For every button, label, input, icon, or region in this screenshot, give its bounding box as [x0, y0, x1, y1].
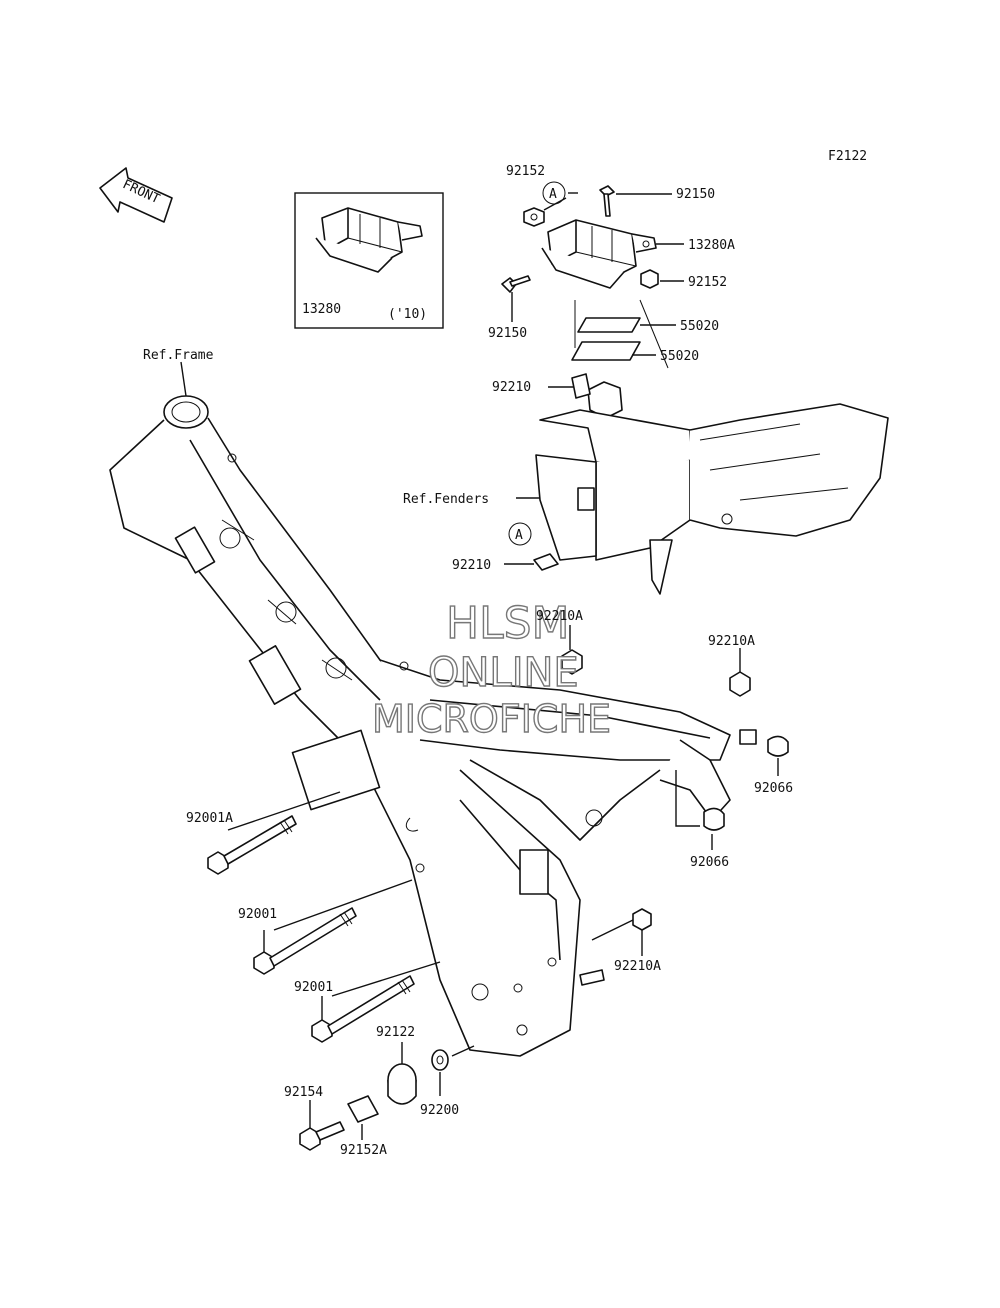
label-92066-b: 92066	[690, 855, 729, 870]
ref-fenders-label: Ref.Fenders	[403, 492, 489, 507]
callout-a-bottom-letter: A	[515, 528, 523, 543]
label-55020-a: 55020	[680, 319, 719, 334]
callout-a-bottom	[508, 522, 532, 546]
label-92152-top: 92152	[506, 164, 545, 179]
label-92210-a: 92210	[492, 380, 531, 395]
label-92152-right: 92152	[688, 275, 727, 290]
fender-assembly-icon	[535, 381, 889, 595]
label-92001A: 92001A	[186, 811, 233, 826]
watermark-line3: MICROFICHE	[372, 697, 611, 741]
front-arrow-icon: FRONT	[99, 167, 173, 223]
callout-a-top-letter: A	[549, 187, 557, 202]
label-92066-a: 92066	[754, 781, 793, 796]
label-92210A-lower: 92210A	[614, 959, 661, 974]
bolt-92001A-icon	[207, 815, 297, 875]
clip-92210-a-icon	[571, 373, 591, 399]
label-92210-b: 92210	[452, 558, 491, 573]
nut-92210A-lower-icon	[632, 908, 652, 931]
inset-part-label: 13280	[302, 302, 341, 317]
cap-92066-a-icon	[767, 735, 789, 757]
clip-92210-b-icon	[533, 553, 559, 571]
label-92210A-center: 92210A	[536, 609, 583, 624]
nut-92210A-right-icon	[729, 671, 751, 697]
label-55020-b: 55020	[660, 349, 699, 364]
bolt-92001-a-icon	[253, 907, 357, 975]
collar-92122-icon	[387, 1063, 417, 1105]
nut-92210A-center-icon	[561, 649, 583, 675]
label-92150-top: 92150	[676, 187, 715, 202]
bolt-92154-icon	[299, 1121, 345, 1151]
main-frame-icon	[109, 395, 757, 1057]
pad-55020-a-icon	[577, 317, 641, 333]
label-92150-left: 92150	[488, 326, 527, 341]
label-92210A-right: 92210A	[708, 634, 755, 649]
cap-92066-b-icon	[703, 807, 725, 831]
label-92122: 92122	[376, 1025, 415, 1040]
washer-92200-icon	[431, 1049, 449, 1071]
label-92001-b: 92001	[294, 980, 333, 995]
label-92154: 92154	[284, 1085, 323, 1100]
leader-lines	[180, 192, 779, 1140]
bolt-92150-left-icon	[501, 275, 531, 293]
ref-frame-label: Ref.Frame	[143, 348, 214, 363]
label-13280A: 13280A	[688, 238, 735, 253]
battery-case-13280A-icon	[541, 219, 657, 289]
watermark-line2: ONLINE	[428, 650, 579, 696]
watermark-line1: HLSM	[446, 598, 570, 649]
inset-year-label: ('10)	[388, 307, 427, 322]
pad-55020-b-icon	[571, 341, 641, 361]
nut-92152-right-icon	[640, 269, 659, 289]
collar-92152A-icon	[347, 1095, 379, 1123]
bolt-92150-top-icon	[599, 185, 615, 217]
bolt-92001-b-icon	[311, 975, 415, 1043]
inset-box: 13280 ('10)	[294, 192, 444, 329]
battery-case-13280-icon	[315, 207, 423, 273]
figure-code: F2122	[828, 149, 867, 164]
nut-92152-top-icon	[523, 207, 545, 227]
label-92200: 92200	[420, 1103, 459, 1118]
label-92001-a: 92001	[238, 907, 277, 922]
label-92152A: 92152A	[340, 1143, 387, 1158]
